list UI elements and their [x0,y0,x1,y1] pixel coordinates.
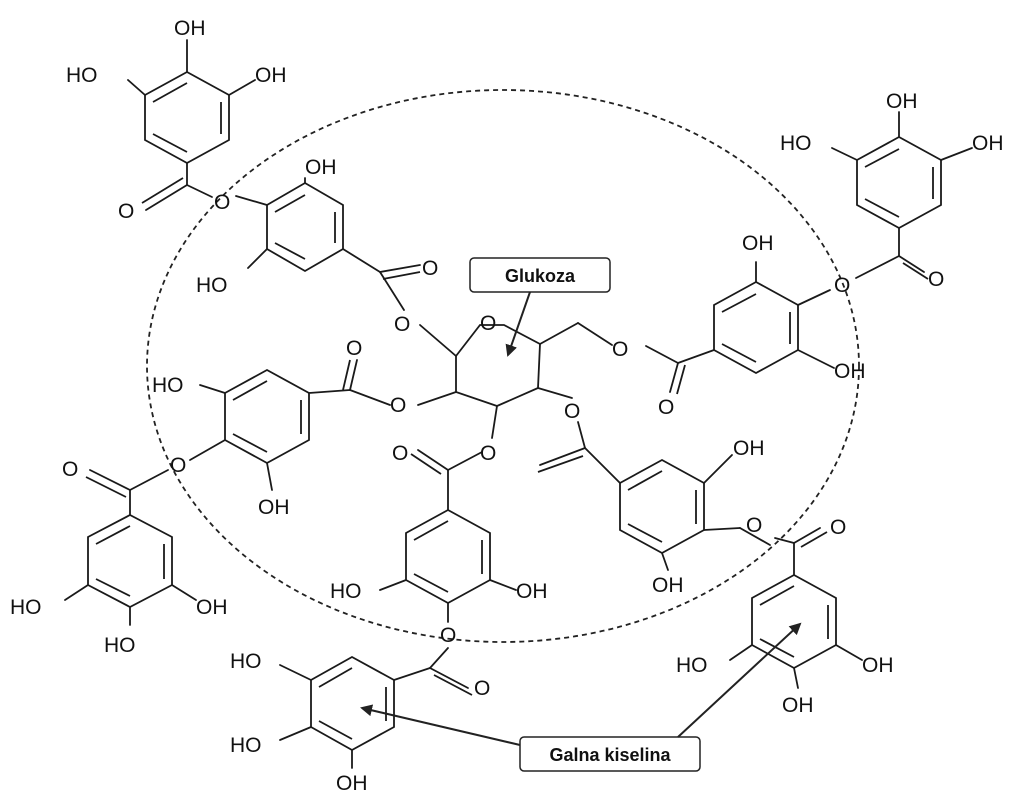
o-label: O [474,677,490,700]
galna-kiselina-arrow-right [677,622,802,738]
oh-label: OH [834,360,866,383]
o-label: O [214,191,230,214]
oh-label: OH [733,437,765,460]
glukoza-callout: Glukoza [469,257,611,357]
galloyl-inner-bottom [379,449,517,623]
oh-label: OH [174,17,206,40]
galna-kiselina-label: Galna kiselina [549,745,671,765]
galloyl-outer-bottom [279,647,473,769]
glukoza-label-box [469,257,611,293]
o-label: O [928,268,944,291]
o-label: O [830,516,846,539]
ho-label: HO [676,654,708,677]
oh-label: OH [516,580,548,603]
o-label: O [564,400,580,423]
oh-label: OH [258,496,290,519]
ring-oxygen: O [480,312,496,335]
galloyl-outer-top-left [127,39,256,211]
galna-kiselina-label-box [519,736,701,772]
o-label: O [62,458,78,481]
o-label: O [392,442,408,465]
oh-label: OH [862,654,894,677]
oh-label: OH [196,596,228,619]
oh-label: OH [336,772,368,794]
o-label: O [746,514,762,537]
oh-label: OH [742,232,774,255]
ho-label: HO [330,580,362,603]
ho-label: HO [10,596,42,619]
o-label: O [422,257,438,280]
galna-kiselina-arrow-left [360,704,521,746]
core-dashed-ellipse [146,89,860,643]
galloyl-inner-right [645,261,835,395]
o-label: O [480,442,496,465]
galloyl-inner-right-lower [537,421,771,571]
ho-label: HO [780,132,812,155]
o-label: O [346,337,362,360]
galloyl-outer-top-right [831,111,973,280]
ho-label: HO [230,734,262,757]
oh-label: OH [255,64,287,87]
o-label: O [170,454,186,477]
ho-label: HO [152,374,184,397]
oh-label: OH [782,694,814,717]
oh-label: OH [305,156,337,179]
oh-label: OH [886,90,918,113]
o-label: O [394,313,410,336]
galna-kiselina-callout: Galna kiselina [360,622,802,772]
galloyl-outer-bottom-right [729,527,863,689]
ho-label: HO [230,650,262,673]
oh-label: OH [972,132,1004,155]
o-label: O [118,200,134,223]
o-label: O [658,396,674,419]
oh-label: OH [652,574,684,597]
ho-label: HO [104,634,136,657]
galloyl-inner-left [189,359,391,491]
o-label: O [390,394,406,417]
glucose-ring [417,322,613,439]
o-label: O [440,624,456,647]
o-label: O [834,274,850,297]
ho-label: HO [66,64,98,87]
glukoza-arrow [505,291,531,357]
glukoza-label: Glukoza [505,266,576,286]
o-label: O [612,338,628,361]
ho-label: HO [196,274,228,297]
galloyl-inner-top-left [235,177,421,311]
galloyl-outer-left [64,469,197,626]
